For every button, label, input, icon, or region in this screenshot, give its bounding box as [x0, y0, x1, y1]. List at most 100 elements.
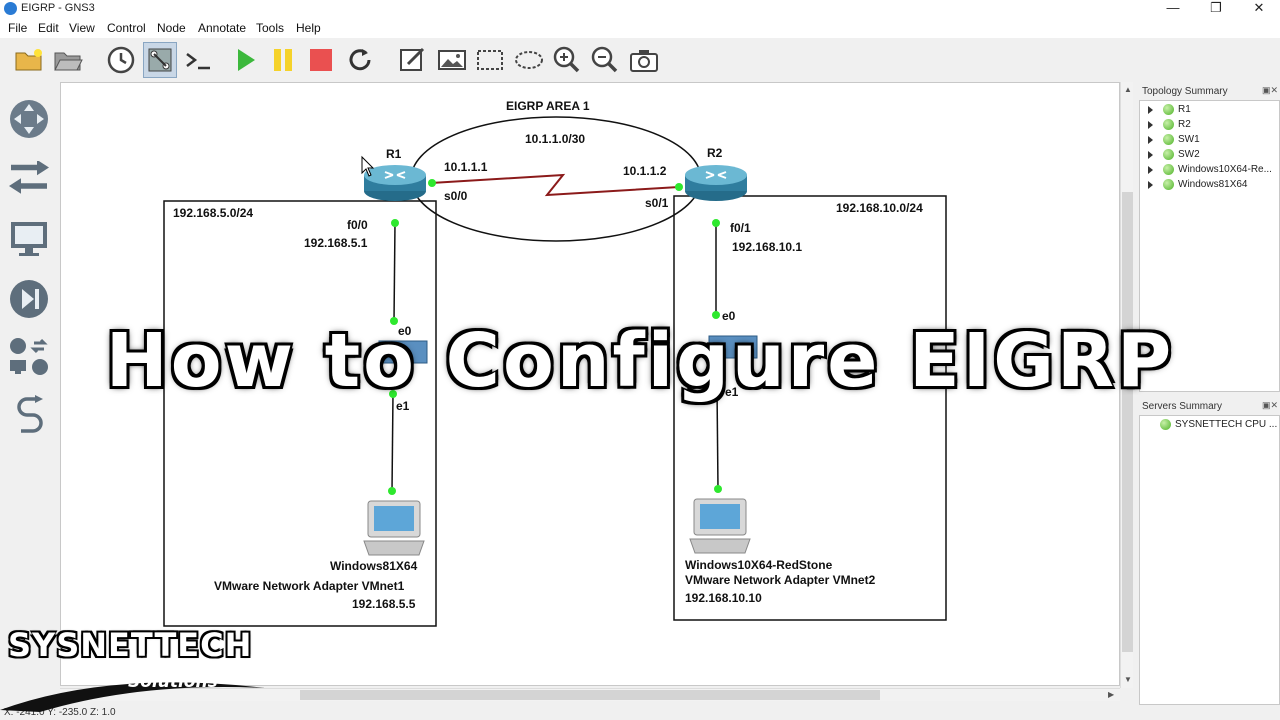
play-icon[interactable] [228, 42, 262, 78]
server-item[interactable]: SYSNETTECH CPU ... [1160, 417, 1277, 432]
canvas-vertical-scrollbar[interactable]: ▲ ▼ [1120, 82, 1133, 688]
topology-item-label: R2 [1178, 119, 1191, 130]
horizontal-scroll-thumb[interactable] [300, 690, 880, 700]
window-title: EIGRP - GNS3 [21, 2, 95, 14]
dock-float-close-icon[interactable]: ▣✕ [1261, 85, 1278, 95]
r2-lan-net-label: 192.168.10.0/24 [836, 201, 923, 215]
r1-sw1-link [393, 222, 396, 322]
r1-wan-ip-label: 10.1.1.1 [444, 160, 488, 174]
pc2-adapter-label: VMware Network Adapter VMnet2 [685, 573, 876, 587]
maximize-button[interactable]: ❐ [1210, 0, 1222, 15]
topology-summary-title: Topology Summary [1142, 86, 1228, 97]
r1-lan-if-label: f0/0 [347, 218, 368, 232]
pc2-name-label: Windows10X64-RedStone [685, 558, 833, 572]
expand-arrow-icon[interactable] [1148, 180, 1153, 189]
link-cable-icon[interactable] [6, 390, 52, 440]
topology-summary-panel [1139, 100, 1280, 392]
scroll-down-icon[interactable]: ▼ [1124, 675, 1132, 684]
status-dot-icon [1163, 149, 1174, 160]
r1-lan-ip-label: 192.168.5.1 [304, 236, 368, 250]
topology-item[interactable]: Windows10X64-Re... [1145, 162, 1272, 177]
topology-canvas[interactable]: EIGRP AREA 1 10.1.1.0/30 R1 R2 10.1.1.1 … [60, 82, 1120, 686]
server-item-label: SYSNETTECH CPU ... [1175, 419, 1278, 430]
switch-sw1 [378, 340, 428, 364]
rectangle-icon[interactable] [473, 42, 507, 78]
menu-file[interactable]: File [8, 21, 28, 35]
topology-item-label: R1 [1178, 104, 1191, 115]
edit-note-icon[interactable] [396, 42, 430, 78]
topology-item-label: Windows10X64-Re... [1178, 164, 1272, 175]
console-icon[interactable] [182, 42, 216, 78]
end-device-icon[interactable] [6, 214, 52, 264]
status-dot-icon [1163, 179, 1174, 190]
servers-summary-title: Servers Summary [1142, 401, 1223, 412]
expand-arrow-icon[interactable] [1148, 150, 1153, 159]
reload-icon[interactable] [343, 42, 377, 78]
menu-tools[interactable]: Tools [256, 21, 285, 35]
switch-icon[interactable] [6, 154, 52, 204]
pc2-ip-label: 192.168.10.10 [685, 591, 762, 605]
r1-lan-box [163, 200, 437, 627]
all-devices-icon[interactable] [6, 332, 52, 382]
minimize-button[interactable]: — [1166, 0, 1180, 15]
pc1-name-label: Windows81X64 [330, 559, 418, 573]
sw2-e1-label: e1 [725, 385, 739, 399]
menu-view[interactable]: View [69, 21, 95, 35]
topology-item[interactable]: R1 [1145, 102, 1191, 117]
topology-summary-header: Topology Summary ▣✕ [1139, 84, 1280, 100]
close-button[interactable]: ✕ [1253, 0, 1265, 15]
camera-icon[interactable] [627, 42, 661, 78]
brand-swoosh-icon [0, 682, 265, 712]
topology-item[interactable]: R2 [1145, 117, 1191, 132]
menu-help[interactable]: Help [296, 21, 321, 35]
r2-wan-if-label: s0/1 [645, 196, 669, 210]
zoom-in-icon[interactable] [550, 42, 584, 78]
pc-windows10 [689, 498, 751, 554]
ellipse-icon[interactable] [512, 42, 546, 78]
r2-lan-box [673, 195, 947, 621]
clock-icon[interactable] [104, 42, 138, 78]
router-r1 [364, 165, 426, 201]
expand-arrow-icon[interactable] [1148, 165, 1153, 174]
status-dot-icon [1160, 419, 1171, 430]
status-dot-icon [1163, 164, 1174, 175]
servers-summary-header: Servers Summary ▣✕ [1139, 399, 1280, 415]
pause-icon[interactable] [266, 42, 300, 78]
menu-control[interactable]: Control [107, 21, 146, 35]
r1-wan-if-label: s0/0 [444, 189, 468, 203]
folder-icon[interactable] [51, 42, 85, 78]
image-icon[interactable] [435, 42, 469, 78]
status-dot-icon [1163, 104, 1174, 115]
dock-float-close-icon[interactable]: ▣✕ [1261, 400, 1278, 410]
router-icon[interactable] [6, 94, 52, 144]
open-folder-icon[interactable] [12, 42, 46, 78]
topology-item[interactable]: SW1 [1145, 132, 1200, 147]
menu-node[interactable]: Node [157, 21, 186, 35]
scroll-up-icon[interactable]: ▲ [1124, 85, 1132, 94]
topology-item-label: Windows81X64 [1178, 179, 1248, 190]
r2-lan-ip-label: 192.168.10.1 [732, 240, 803, 254]
gns3-app-icon [4, 2, 17, 15]
r2-wan-ip-label: 10.1.1.2 [623, 164, 667, 178]
sw2-pc2-link [716, 387, 719, 490]
zoom-out-icon[interactable] [588, 42, 622, 78]
expand-arrow-icon[interactable] [1148, 120, 1153, 129]
sw1-e0-label: e0 [398, 324, 412, 338]
topology-icon[interactable] [143, 42, 177, 78]
serial-link [430, 173, 680, 197]
security-device-icon[interactable] [6, 274, 52, 324]
device-sidebar [0, 82, 58, 706]
expand-arrow-icon[interactable] [1148, 105, 1153, 114]
servers-summary-panel [1139, 415, 1280, 705]
topology-item[interactable]: Windows81X64 [1145, 177, 1247, 192]
topology-item-label: SW1 [1178, 134, 1200, 145]
expand-arrow-icon[interactable] [1148, 135, 1153, 144]
vertical-scroll-thumb[interactable] [1122, 192, 1133, 652]
topology-item[interactable]: SW2 [1145, 147, 1200, 162]
stop-icon[interactable] [304, 42, 338, 78]
pc-windows81 [363, 500, 425, 556]
scroll-right-icon[interactable]: ▶ [1108, 690, 1115, 699]
menu-annotate[interactable]: Annotate [198, 21, 247, 35]
pc1-ip-label: 192.168.5.5 [352, 597, 416, 611]
menu-edit[interactable]: Edit [38, 21, 59, 35]
